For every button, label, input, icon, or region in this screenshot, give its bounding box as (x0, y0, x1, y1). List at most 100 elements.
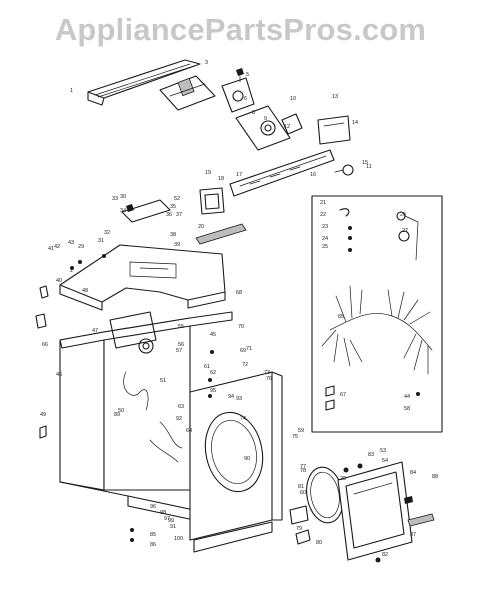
hinge-parts (289, 463, 381, 563)
cabinet-top (59, 244, 226, 311)
cabinet-front-panel (189, 371, 283, 553)
callout-label: 45 (210, 332, 216, 338)
switch-assembly (221, 68, 255, 113)
callout-label: 18 (218, 176, 224, 182)
callout-label: 54 (382, 458, 388, 464)
callout-label: 84 (410, 470, 416, 476)
front-rail-16 (229, 149, 335, 197)
callout-label: 5 (246, 72, 249, 78)
kick-plate-95 (407, 513, 435, 527)
callout-label: 88 (432, 474, 438, 480)
callout-label: 16 (310, 172, 316, 178)
callout-label: 73 (264, 370, 270, 376)
callout-label: 2 (70, 268, 73, 274)
callout-label: 53 (380, 448, 386, 454)
callout-label: 52 (174, 196, 180, 202)
callout-label: 77 (300, 464, 306, 470)
callout-label: 50 (118, 408, 124, 414)
callout-label: 85 (150, 532, 156, 538)
callout-label: 64 (186, 428, 192, 434)
callout-label: 70 (238, 324, 244, 330)
callout-label: 51 (160, 378, 166, 384)
callout-label: 81 (298, 484, 304, 490)
wire-harness-lower (123, 371, 183, 463)
callout-label: 11 (366, 164, 372, 170)
callout-label: 78 (300, 468, 306, 474)
door-assembly (337, 461, 413, 561)
wiring-inset (311, 195, 443, 433)
callout-label: 60 (300, 490, 306, 496)
callout-label: 71 (246, 346, 252, 352)
callout-label: 89 (114, 412, 120, 418)
callout-label: 21 (320, 200, 326, 206)
callout-label: 66 (42, 342, 48, 348)
callout-label: 83 (368, 452, 374, 458)
callout-label: 87 (410, 532, 416, 538)
callout-label: 24 (322, 236, 328, 242)
watermark-text: AppliancePartsPros.com (54, 12, 427, 47)
callout-label: 80 (316, 540, 322, 546)
callout-label: 1 (70, 88, 73, 94)
access-panel-19 (199, 187, 225, 215)
callout-label: 99 (168, 518, 174, 524)
callout-label: 44 (404, 394, 410, 400)
callout-label: 75 (292, 434, 298, 440)
callout-label: 32 (104, 230, 110, 236)
callout-label: 62 (210, 370, 216, 376)
callout-label: 27 (402, 228, 408, 234)
door-lock-52 (195, 223, 247, 245)
callout-label: 79 (296, 526, 302, 532)
callout-label: 15 (362, 160, 368, 166)
callout-label: 42 (54, 244, 60, 250)
callout-label: 58 (404, 406, 410, 412)
callout-label: 30 (120, 194, 126, 200)
valve-bracket (235, 105, 303, 151)
callout-label: 43 (68, 240, 74, 246)
callout-label: 100 (174, 536, 183, 542)
callout-label: 20 (198, 224, 204, 230)
callout-label: 41 (48, 246, 54, 252)
callout-label: 14 (352, 120, 358, 126)
callout-label: 47 (92, 328, 98, 334)
callout-label: 92 (176, 416, 182, 422)
callout-label: 96 (150, 504, 156, 510)
callout-label: 39 (174, 242, 180, 248)
motor-mount-bracket (109, 311, 157, 354)
callout-label: 46 (56, 372, 62, 378)
callout-label: 97 (164, 516, 170, 522)
callout-label: 31 (98, 238, 104, 244)
callout-labels: 1235689101112131415161718192021222324252… (40, 60, 438, 558)
callout-label: 91 (170, 524, 176, 530)
callout-label: 10 (290, 96, 296, 102)
callout-label: 26 (400, 212, 406, 218)
callout-label: 90 (244, 456, 250, 462)
callout-label: 67 (340, 392, 346, 398)
timer-bracket (159, 75, 216, 111)
callout-label: 19 (205, 170, 211, 176)
callout-label: 40 (56, 278, 62, 284)
console-top-cover (87, 59, 201, 106)
callout-label: 38 (170, 232, 176, 238)
callout-label: 23 (322, 224, 328, 230)
callout-label: 95 (210, 388, 216, 394)
callout-label: 94 (228, 394, 234, 400)
callout-label: 37 (176, 212, 182, 218)
callout-label: 68 (236, 290, 242, 296)
callout-label: 48 (82, 288, 88, 294)
callout-label: 93 (236, 396, 242, 402)
callout-label: 13 (332, 94, 338, 100)
callout-label: 33 (112, 196, 118, 202)
callout-label: 49 (40, 412, 46, 418)
callout-label: 6 (244, 96, 247, 102)
callout-label: 69 (240, 348, 246, 354)
callout-label: 86 (150, 542, 156, 548)
callout-label: 8 (252, 110, 255, 116)
callout-label: 3 (205, 60, 208, 66)
callout-label: 55 (178, 324, 184, 330)
callout-label: 28 (340, 476, 346, 482)
lid-hinge-bracket (121, 199, 171, 223)
callout-label: 22 (320, 212, 326, 218)
callout-label: 36 (166, 212, 172, 218)
callout-label: 35 (170, 204, 176, 210)
